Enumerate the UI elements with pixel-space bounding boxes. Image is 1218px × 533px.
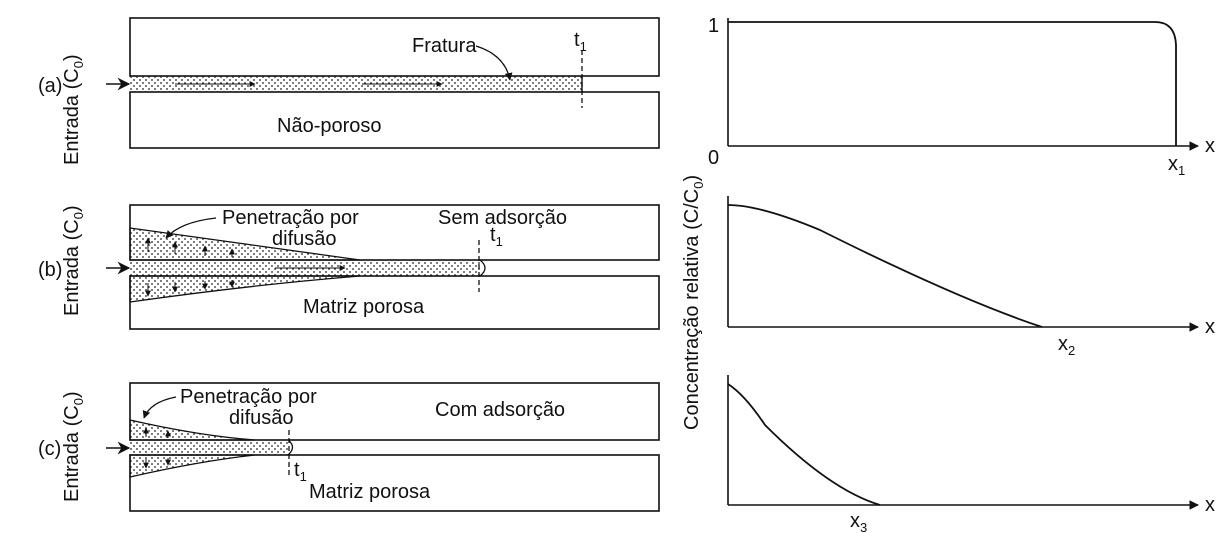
y-tick-one: 1 — [708, 15, 719, 37]
svg-text:Entrada (C0): Entrada (C0) — [61, 205, 86, 316]
time-label: t1 — [574, 29, 587, 54]
lower-rock-block — [129, 454, 660, 512]
lower-block-label: Não-poroso — [277, 115, 382, 137]
panel-a-tag: (a) — [38, 75, 62, 97]
diffusion-label-line1: Penetração por — [222, 207, 359, 229]
lower-block-label: Matriz porosa — [303, 296, 425, 318]
diffusion-label-line2: difusão — [272, 228, 337, 250]
upper-rock-block — [129, 382, 660, 441]
panel-c: (c) Entrada (C0) t1 Penetração por difus… — [38, 382, 660, 512]
x-marker: x3 — [850, 510, 867, 533]
shared-y-label: Concentração relativa (C/C0) — [681, 175, 706, 430]
panel-a: (a) Entrada (C0) t1 Fratura Não-poroso — [38, 17, 660, 165]
diffusion-zone-lower — [129, 275, 361, 303]
x-marker: x1 — [1168, 153, 1185, 178]
diffusion-label-line2: difusão — [229, 407, 294, 429]
concentration-curve — [728, 21, 1177, 146]
svg-text:Entrada (C0): Entrada (C0) — [61, 391, 86, 502]
adsorption-label: Sem adsorção — [438, 207, 567, 229]
x-axis-label: x — [1205, 135, 1215, 157]
x-marker: x2 — [1058, 333, 1075, 358]
panel-b: (b) Entrada (C0) t1 Penetração por difus… — [38, 204, 660, 330]
adsorption-label: Com adsorção — [435, 399, 565, 421]
diffusion-zone-upper — [129, 419, 256, 441]
diffusion-pointer — [142, 396, 177, 419]
plot-c: x x3 — [727, 375, 1215, 533]
svg-text:Concentração relativa (C/C0): Concentração relativa (C/C0) — [681, 175, 706, 430]
fratura-label: Fratura — [412, 35, 477, 57]
diffusion-zone-lower — [129, 454, 256, 478]
concentration-curve — [727, 383, 881, 506]
x-axis-label: x — [1205, 316, 1215, 338]
lower-block-label: Matriz porosa — [309, 481, 431, 503]
fracture-front — [479, 259, 486, 277]
lower-rock-block — [129, 91, 660, 149]
panel-c-entrada-label: Entrada (C0) — [61, 391, 86, 502]
diffusion-pointer — [165, 217, 217, 239]
diffusion-zone-upper — [129, 227, 361, 261]
origin-label: 0 — [708, 147, 719, 169]
fratura-pointer — [475, 45, 513, 81]
svg-text:Entrada (C0): Entrada (C0) — [61, 54, 86, 165]
panel-b-entrada-label: Entrada (C0) — [61, 205, 86, 316]
panel-c-tag: (c) — [38, 438, 61, 460]
diffusion-label-line1: Penetração por — [180, 386, 317, 408]
concentration-plots: Concentração relativa (C/C0) 1 0 x x1 x … — [681, 15, 1215, 533]
panel-b-tag: (b) — [38, 259, 62, 281]
time-label: t1 — [490, 224, 503, 249]
fracture-channel — [130, 76, 582, 92]
x-axis-label: x — [1205, 494, 1215, 516]
plot-b: x x2 — [727, 196, 1215, 358]
concentration-curve — [727, 204, 1043, 328]
fracture-channel — [130, 440, 288, 455]
plot-a: 1 0 x x1 — [708, 15, 1215, 178]
time-label: t1 — [294, 459, 307, 484]
panel-a-entrada-label: Entrada (C0) — [61, 54, 86, 165]
